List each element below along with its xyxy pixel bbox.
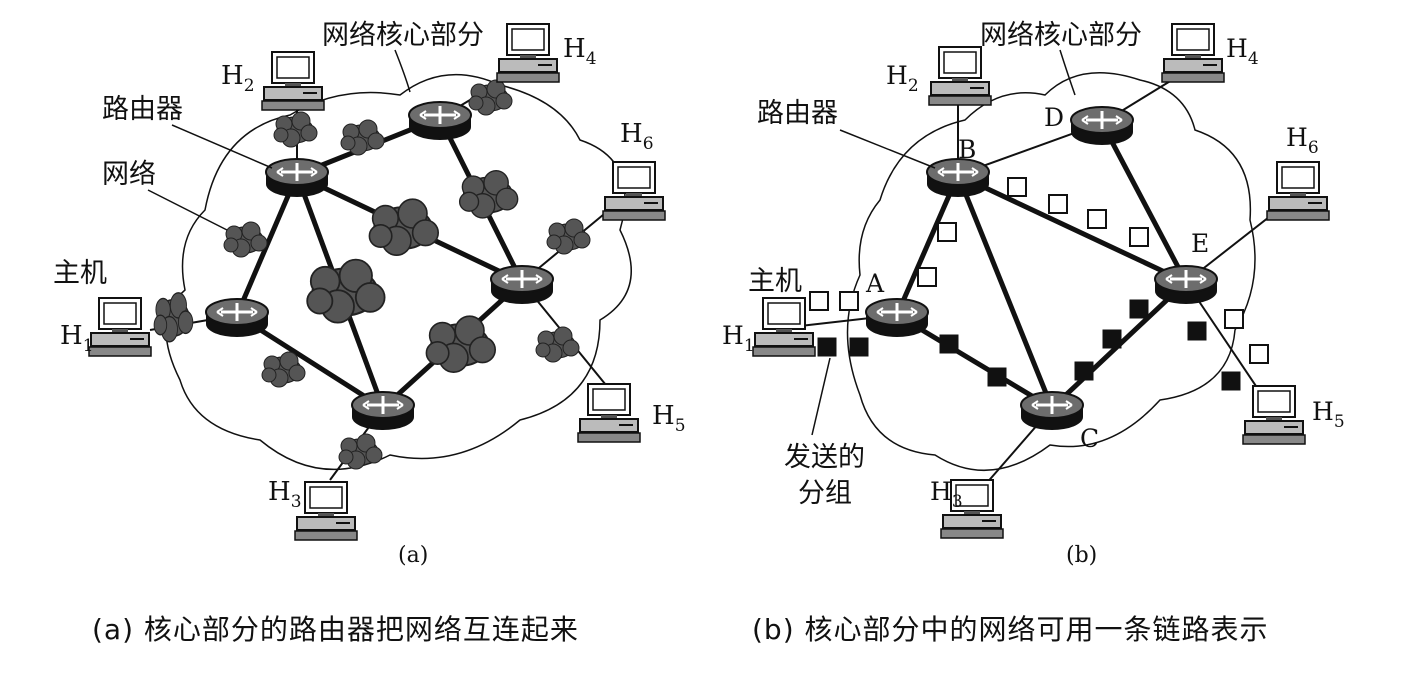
leader-lines <box>147 49 411 231</box>
core-label: 网络核心部分 <box>322 20 484 51</box>
packet-open <box>1087 209 1107 229</box>
host-label: 主机 <box>53 258 107 289</box>
host-computer-icon <box>1242 385 1306 445</box>
router-label: 路由器 <box>757 98 838 129</box>
filled-packets <box>817 299 1241 391</box>
router-icon <box>1153 264 1219 306</box>
panel-b-label: (b) <box>1066 543 1097 568</box>
packet-filled <box>1102 329 1122 349</box>
packet-filled <box>939 334 959 354</box>
router-icon <box>264 157 330 199</box>
host-label: 主机 <box>748 266 802 297</box>
host-h4-label: H4 <box>1226 34 1259 69</box>
host-computer-icon <box>261 51 325 111</box>
host-h1-label: H1 <box>722 321 755 356</box>
host-h2-label: H2 <box>221 61 255 96</box>
node-c-label: C <box>1080 424 1099 453</box>
packet-filled <box>1074 361 1094 381</box>
host-h6-label: H6 <box>1286 123 1319 158</box>
packet-open <box>1048 194 1068 214</box>
packet-filled <box>849 337 869 357</box>
packet-open <box>839 291 859 311</box>
host-computer-icon <box>294 481 358 541</box>
host-h3-label: H3 <box>930 477 963 512</box>
host-computer-icon <box>1266 161 1330 221</box>
host-h4-label: H4 <box>563 34 597 69</box>
packet-open <box>917 267 937 287</box>
router-label: 路由器 <box>102 94 183 125</box>
host-computer-icon <box>496 23 560 83</box>
host-computer-icon <box>1161 23 1225 83</box>
host-computer-icon <box>752 297 816 357</box>
node-d-label: D <box>1044 103 1064 132</box>
packet-filled <box>1187 321 1207 341</box>
host-h5-label: H5 <box>1312 397 1345 432</box>
packet-open <box>1249 344 1269 364</box>
router-icon <box>1019 390 1085 432</box>
caption-a: (a) 核心部分的路由器把网络互连起来 <box>92 613 579 646</box>
host-computer-icon <box>577 383 641 443</box>
packet-open <box>1129 227 1149 247</box>
node-e-label: E <box>1191 229 1209 258</box>
packet-open <box>1224 309 1244 329</box>
host-computer-icon <box>602 161 666 221</box>
panel-a: 路由器 网络 主机 网络核心部分 H2 H4 H6 H1 H5 H3 (a) <box>53 20 686 568</box>
sent-packets-label-line1: 发送的 <box>784 442 865 473</box>
core-label: 网络核心部分 <box>980 20 1142 51</box>
packet-filled <box>1129 299 1149 319</box>
network-label: 网络 <box>102 159 156 190</box>
packet-filled <box>817 337 837 357</box>
node-b-label: B <box>958 135 976 164</box>
host-h1-label: H1 <box>60 321 94 356</box>
open-packets <box>809 177 1269 364</box>
router-icon <box>925 157 991 199</box>
host-computer-icon <box>88 297 152 357</box>
host-h5-label: H5 <box>652 401 686 436</box>
packet-open <box>937 222 957 242</box>
host-computer-icon <box>928 46 992 106</box>
router-icon <box>489 264 555 306</box>
caption-b: (b) 核心部分中的网络可用一条链路表示 <box>752 613 1269 646</box>
packet-open <box>1007 177 1027 197</box>
links <box>894 121 1189 411</box>
host-h3-label: H3 <box>268 477 302 512</box>
router-icon <box>204 297 270 339</box>
router-icon <box>407 100 473 142</box>
host-h2-label: H2 <box>886 61 919 96</box>
leader-lines <box>811 49 1076 436</box>
packet-filled <box>1221 371 1241 391</box>
panel-b: 路由器 主机 网络核心部分 发送的 分组 A B C D E H2 H4 H6 … <box>722 20 1345 568</box>
sent-packets-label-line2: 分组 <box>798 478 852 509</box>
host-h6-label: H6 <box>620 119 654 154</box>
packet-open <box>809 291 829 311</box>
router-icon <box>350 390 416 432</box>
packet-filled <box>987 367 1007 387</box>
router-icon <box>1069 105 1135 147</box>
panel-a-label: (a) <box>398 543 428 568</box>
node-a-label: A <box>865 269 885 298</box>
router-icon <box>864 297 930 339</box>
